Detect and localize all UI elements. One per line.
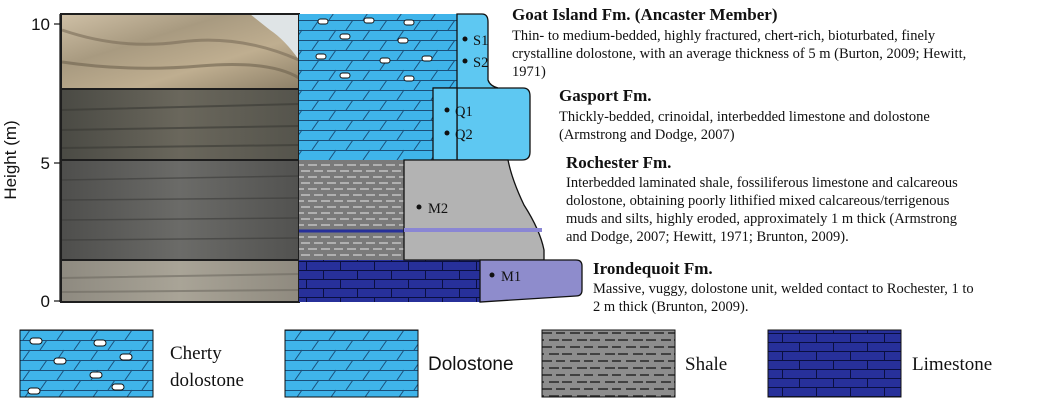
y-axis: 10 5 0 Height (m) <box>1 14 61 311</box>
sample-label-s2: S2 <box>473 55 488 71</box>
legend-label: Shale <box>685 354 727 375</box>
unit-desc-line: dolostone, obtaining poorly lithified mi… <box>566 193 950 209</box>
legend-item-limestone: Limestone <box>767 329 992 398</box>
sample-label-m1: M1 <box>501 269 521 285</box>
y-tick-label: 10 <box>31 15 50 34</box>
sample-dot-m2 <box>416 204 422 210</box>
unit-description-irondequoit: Irondequoit Fm. Massive, vuggy, doloston… <box>593 259 974 315</box>
legend-label: Limestone <box>912 354 992 375</box>
sample-label-s1: S1 <box>473 33 488 49</box>
unit-title: Gasport Fm. <box>559 86 652 105</box>
unit-description-gasport: Gasport Fm. Thickly-bedded, crinoidal, i… <box>559 86 930 143</box>
outcrop-photo <box>60 13 300 303</box>
sample-dot-s1 <box>462 36 468 42</box>
legend-swatch <box>284 329 419 398</box>
sample-dot-m1 <box>489 272 495 278</box>
unit-desc-line: and Dodge, 2007; Hewitt, 1971; Brunton, … <box>566 229 849 245</box>
unit-title: Rochester Fm. <box>566 153 671 172</box>
sample-label-m2: M2 <box>428 201 448 217</box>
sample-markers: S1 S2 Q1 Q2 M2 M1 <box>416 33 521 285</box>
legend-swatch <box>541 329 676 398</box>
sample-dot-q1 <box>444 107 450 113</box>
sample-label-q1: Q1 <box>455 104 473 120</box>
y-tick-label: 0 <box>41 292 50 311</box>
legend-item-shale: Shale <box>541 329 727 398</box>
unit-desc-line: 1971) <box>512 64 546 80</box>
unit-desc-line: crystalline dolostone, with an average t… <box>512 46 966 62</box>
unit-desc-line: (Armstrong and Dodge, 2007) <box>559 127 735 143</box>
y-tick-label: 5 <box>41 154 50 173</box>
unit-description-rochester: Rochester Fm. Interbedded laminated shal… <box>566 153 958 245</box>
unit-desc-line: 2 m thick (Brunton, 2009). <box>593 299 748 315</box>
legend-item-dolostone: Dolostone <box>284 329 514 398</box>
unit-desc-line: Thickly-bedded, crinoidal, interbedded l… <box>559 109 930 125</box>
sample-label-q2: Q2 <box>455 127 473 143</box>
unit-desc-line: Interbedded laminated shale, fossilifero… <box>566 175 958 191</box>
unit-title: Goat Island Fm. (Ancaster Member) <box>512 5 778 24</box>
unit-desc-line: Thin- to medium-bedded, highly fractured… <box>512 28 936 44</box>
sample-dot-q2 <box>444 130 450 136</box>
sample-dot-s2 <box>462 58 468 64</box>
legend-label: Dolostone <box>428 354 514 375</box>
unit-desc-line: Massive, vuggy, dolostone unit, welded c… <box>593 281 974 297</box>
legend-item-cherty-dolostone: Cherty dolostone <box>19 329 244 398</box>
unit-title: Irondequoit Fm. <box>593 259 713 278</box>
legend-label: Cherty <box>170 343 222 364</box>
legend: Cherty dolostone Dolostone Shale Limesto… <box>19 329 992 398</box>
weathering-profile <box>403 13 583 303</box>
chert-nodules <box>315 17 433 82</box>
legend-swatch <box>767 329 902 398</box>
unit-desc-line: muds and silts, highly eroded, approxima… <box>566 211 957 227</box>
legend-label: dolostone <box>170 370 244 391</box>
lithology-column <box>299 14 480 302</box>
unit-description-goat-island: Goat Island Fm. (Ancaster Member) Thin- … <box>512 5 966 80</box>
y-axis-label: Height (m) <box>1 120 20 199</box>
